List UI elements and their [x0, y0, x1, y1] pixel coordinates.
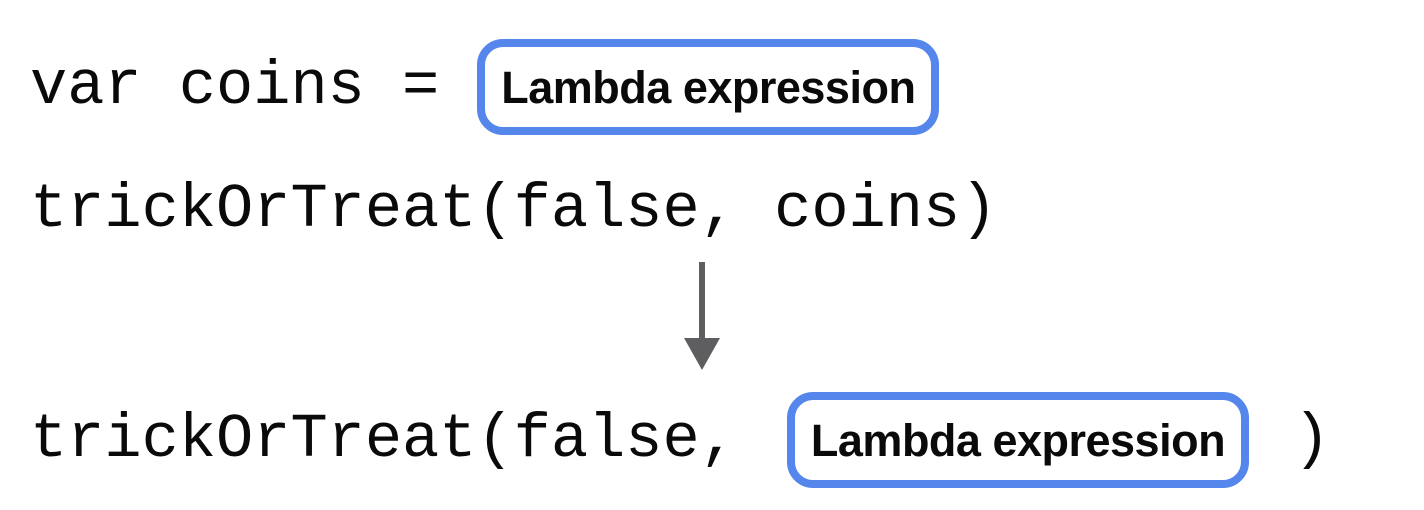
down-arrow-icon — [684, 262, 720, 370]
call-before-code: trickOrTreat(false, coins) — [30, 174, 998, 245]
call-after-code-after: ) — [1293, 404, 1331, 475]
lambda-expression-label: Lambda expression — [501, 61, 916, 113]
call-after-code-before: trickOrTreat(false, — [30, 404, 737, 475]
call-before-line: trickOrTreat(false, coins) — [30, 160, 997, 260]
call-after-line: trickOrTreat(false, Lambda expression ) — [30, 390, 1330, 490]
lambda-expression-box-assignment: Lambda expression — [477, 39, 940, 135]
assignment-code: var coins = — [30, 51, 440, 122]
assignment-line: var coins = Lambda expression — [30, 37, 940, 137]
lambda-expression-box-call: Lambda expression — [786, 392, 1250, 488]
lambda-expression-label: Lambda expression — [810, 414, 1226, 466]
